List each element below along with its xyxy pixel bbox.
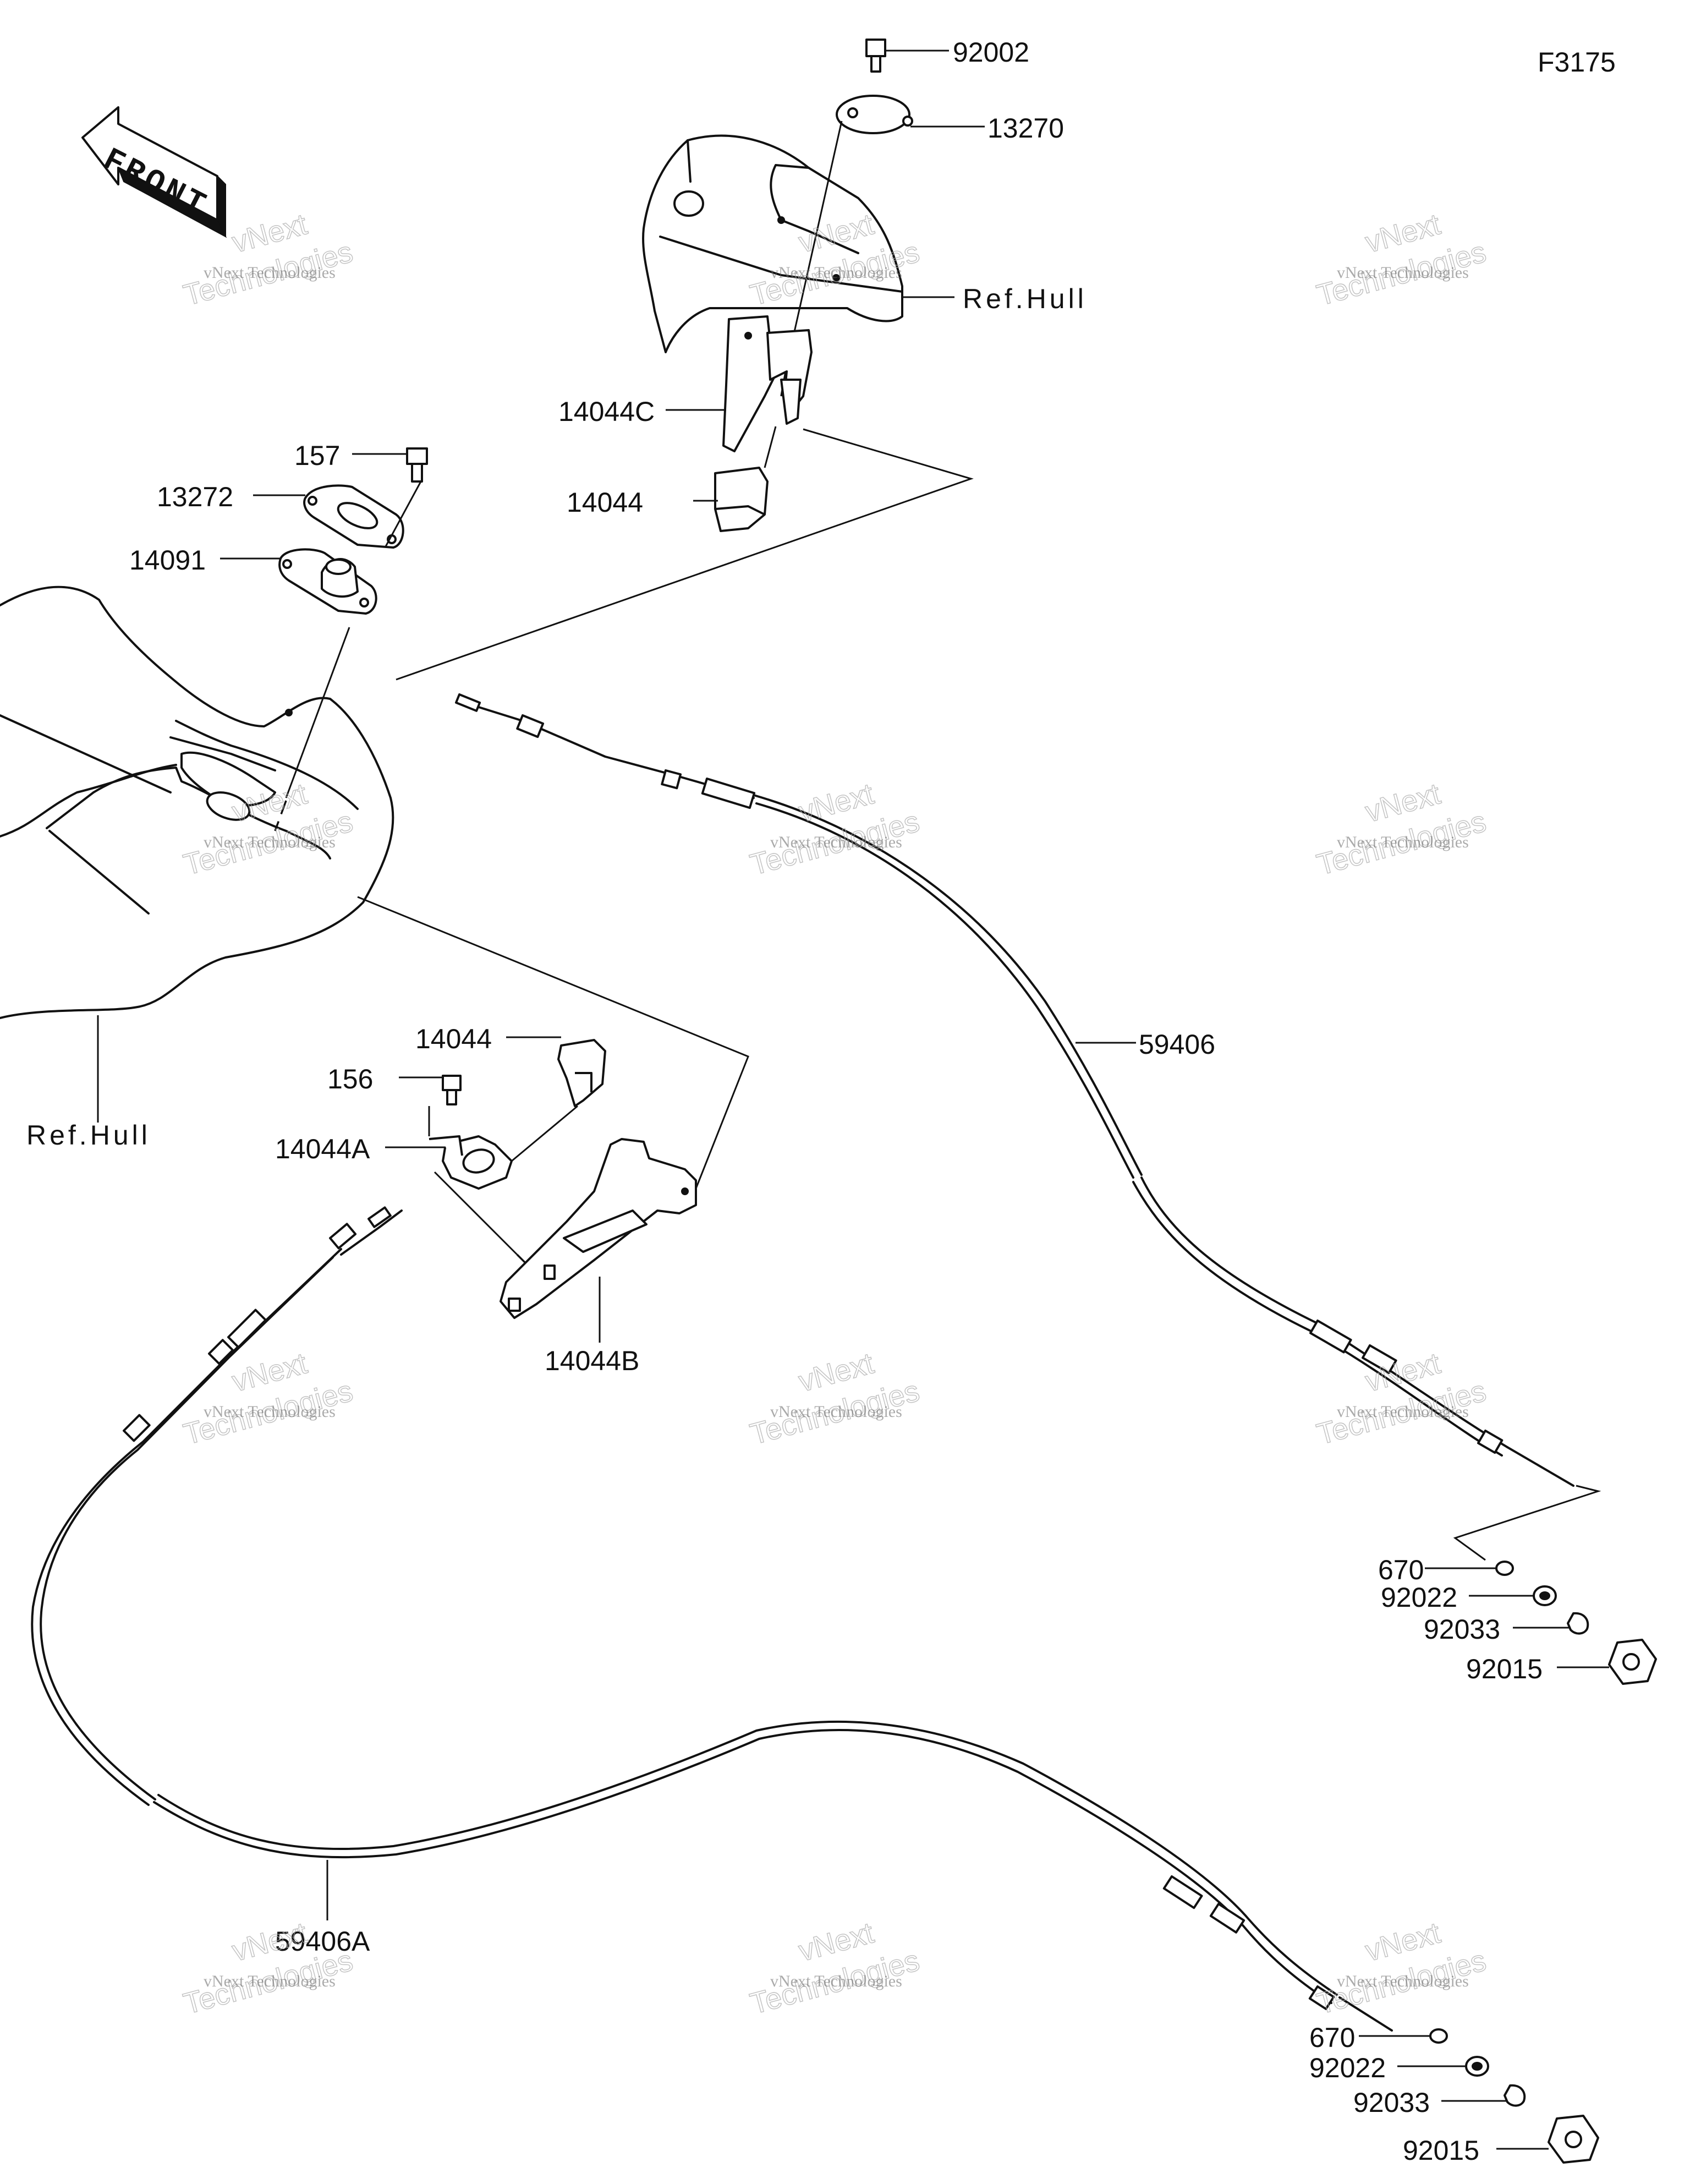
bolt-92002-icon <box>865 39 886 73</box>
label-92022-b: 92022 <box>1309 2052 1386 2083</box>
svg-text:vNext Technologies: vNext Technologies <box>770 833 902 851</box>
cable-59406 <box>455 693 1574 1487</box>
plate-13270-icon <box>836 95 913 134</box>
label-14044c: 14044C <box>558 396 655 427</box>
hull-hole <box>673 190 704 217</box>
label-157: 157 <box>294 440 340 471</box>
holder-14044a-icon <box>429 1135 513 1190</box>
svg-text:vNext Technologies: vNext Technologies <box>770 1972 902 1990</box>
label-92015-a: 92015 <box>1466 1654 1543 1684</box>
figure-code: F3175 <box>1538 47 1616 78</box>
lockwasher-92033-b-icon <box>1504 2084 1526 2107</box>
left-hull-section <box>0 585 394 1019</box>
label-59406: 59406 <box>1139 1029 1215 1060</box>
nut-92015-a-icon <box>1608 1639 1657 1685</box>
watermark-grid: Technologies vNext vNext Technologies Te… <box>180 207 1490 2021</box>
svg-text:vNext Technologies: vNext Technologies <box>770 264 902 282</box>
washer-670-b-icon <box>1429 2028 1448 2044</box>
svg-text:vNext Technologies: vNext Technologies <box>204 1972 336 1990</box>
watermark: Technologies vNext vNext Technologies <box>747 1346 924 1452</box>
gasket-13272-icon <box>303 484 404 549</box>
label-ref-hull-top: Ref.Hull <box>963 283 1087 314</box>
lockwasher-92033-a-icon <box>1567 1612 1589 1635</box>
label-ref-hull-left: Ref.Hull <box>26 1120 151 1151</box>
label-59406a: 59406A <box>275 1926 370 1957</box>
front-direction-arrow: FRONT <box>81 106 227 238</box>
nut-92015-b-icon <box>1548 2115 1599 2164</box>
label-14091: 14091 <box>129 545 206 576</box>
label-92033-b: 92033 <box>1353 2087 1430 2118</box>
watermark: Technologies vNext vNext Technologies <box>747 207 924 313</box>
watermark: Technologies vNext vNext Technologies <box>180 1346 357 1452</box>
cable-59406a <box>31 1206 1393 2032</box>
label-92022-a: 92022 <box>1381 1582 1457 1613</box>
clip-14044-top-icon <box>714 467 769 532</box>
label-670-a: 670 <box>1378 1554 1424 1585</box>
label-14044a: 14044A <box>275 1134 370 1164</box>
watermark: Technologies vNext vNext Technologies <box>1313 1916 1490 2021</box>
svg-text:vNext Technologies: vNext Technologies <box>770 1403 902 1421</box>
svg-text:vNext Technologies: vNext Technologies <box>204 833 336 851</box>
label-92033-a: 92033 <box>1424 1614 1500 1645</box>
watermark: Technologies vNext vNext Technologies <box>747 1916 924 2021</box>
svg-text:vNext Technologies: vNext Technologies <box>204 264 336 282</box>
label-14044b: 14044B <box>545 1345 639 1376</box>
watermark: Technologies vNext vNext Technologies <box>1313 1346 1490 1452</box>
svg-text:vNext Technologies: vNext Technologies <box>1337 264 1469 282</box>
watermark: Technologies vNext vNext Technologies <box>1313 207 1490 313</box>
svg-text:vNext Technologies: vNext Technologies <box>1337 833 1469 851</box>
washer-92022-a-icon <box>1533 1585 1557 1606</box>
bolt-157-icon <box>406 447 428 483</box>
label-14044-top: 14044 <box>567 487 643 518</box>
svg-text:vNext Technologies: vNext Technologies <box>1337 1403 1469 1421</box>
grommet-14091-icon <box>278 548 377 615</box>
svg-text:vNext Technologies: vNext Technologies <box>1337 1972 1469 1990</box>
washer-670-a-icon <box>1495 1561 1514 1576</box>
label-156: 156 <box>327 1064 373 1094</box>
label-13270: 13270 <box>987 113 1064 144</box>
label-92002: 92002 <box>953 37 1029 68</box>
bolt-156-icon <box>442 1075 462 1105</box>
label-670-b: 670 <box>1309 2022 1355 2053</box>
svg-text:vNext Technologies: vNext Technologies <box>204 1403 336 1421</box>
bracket-14044c-icon <box>722 315 813 452</box>
watermark: Technologies vNext vNext Technologies <box>747 777 924 882</box>
label-92015-b: 92015 <box>1403 2135 1479 2166</box>
washer-92022-b-icon <box>1465 2056 1489 2077</box>
bracket-14044b-icon <box>500 1138 697 1319</box>
label-13272: 13272 <box>157 481 233 512</box>
watermark: Technologies vNext vNext Technologies <box>1313 777 1490 882</box>
clip-14044-mid-icon <box>557 1039 606 1107</box>
upper-hull-section <box>642 134 903 353</box>
label-14044-mid: 14044 <box>415 1023 492 1054</box>
